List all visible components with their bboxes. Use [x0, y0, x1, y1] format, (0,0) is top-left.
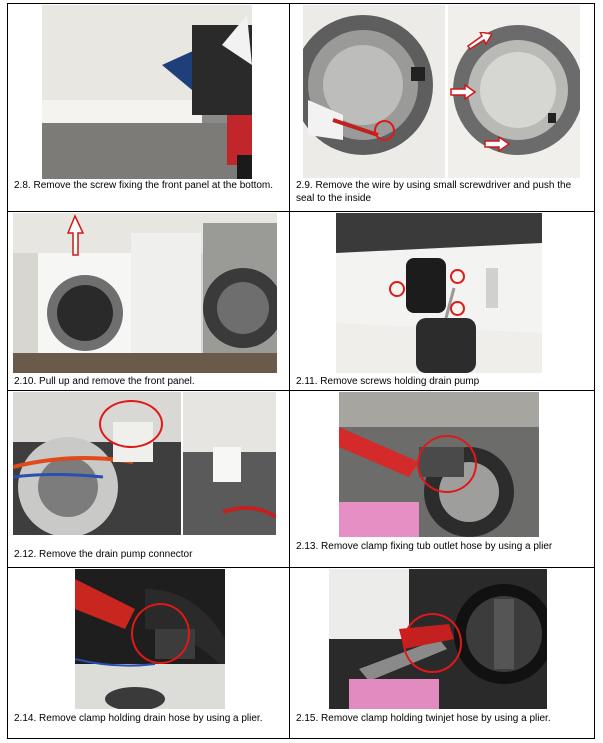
step-caption: 2.11. Remove screws holding drain pump [296, 376, 588, 389]
step-caption: 2.14. Remove clamp holding drain hose by… [14, 713, 282, 726]
step-2-11-cell: 2.11. Remove screws holding drain pump [290, 212, 595, 390]
instruction-table: 2.8. Remove the screw fixing the front p… [7, 3, 595, 739]
step-2-9-photo-left [303, 5, 445, 178]
step-text: Remove the wire by using small screwdriv… [296, 180, 572, 204]
highlight-circle [99, 400, 163, 448]
row-divider [8, 567, 594, 568]
step-text: Remove the screw fixing the front panel … [33, 180, 274, 191]
step-2-9-cell: 2.9. Remove the wire by using small scre… [290, 4, 595, 211]
step-2-10-photo [13, 213, 277, 373]
highlight-circle [450, 301, 465, 316]
step-2-13-cell: 2.13. Remove clamp fixing tub outlet hos… [290, 391, 595, 567]
column-divider [289, 4, 290, 738]
arrow-icon [450, 84, 476, 100]
step-2-14-cell: 2.14. Remove clamp holding drain hose by… [8, 568, 289, 739]
step-2-15-photo [329, 569, 547, 709]
step-2-9-photo-right [448, 5, 580, 178]
step-number: 2.10. [14, 376, 37, 387]
step-caption: 2.9. Remove the wire by using small scre… [296, 180, 588, 205]
step-2-15-cell: 2.15. Remove clamp holding twinjet hose … [290, 568, 595, 739]
highlight-circle [450, 269, 465, 284]
step-text: Remove screws holding drain pump [320, 376, 480, 387]
step-caption: 2.12. Remove the drain pump connector [14, 549, 282, 562]
step-text: Remove the drain pump connector [39, 549, 193, 560]
highlight-circle [417, 435, 477, 493]
step-2-8-cell: 2.8. Remove the screw fixing the front p… [8, 4, 289, 211]
step-number: 2.14. [14, 713, 37, 724]
row-divider [8, 211, 594, 212]
step-2-8-photo [42, 5, 252, 179]
step-text: Remove clamp holding drain hose by using… [39, 713, 263, 724]
step-2-11-photo [336, 213, 542, 373]
step-2-10-cell: 2.10. Pull up and remove the front panel… [8, 212, 289, 390]
step-number: 2.11. [296, 376, 318, 387]
arrow-icon [484, 136, 510, 152]
step-text: Remove clamp holding twinjet hose by usi… [321, 713, 551, 724]
step-2-12-cell: 2.12. Remove the drain pump connector [8, 391, 289, 567]
step-number: 2.15. [296, 713, 319, 724]
step-2-12-photo-right [183, 392, 276, 535]
step-caption: 2.10. Pull up and remove the front panel… [14, 376, 282, 389]
step-number: 2.13. [296, 541, 319, 552]
step-number: 2.8. [14, 180, 31, 191]
step-text: Pull up and remove the front panel. [39, 376, 195, 387]
step-caption: 2.8. Remove the screw fixing the front p… [14, 180, 282, 193]
step-number: 2.9. [296, 180, 313, 191]
highlight-circle [131, 603, 190, 664]
highlight-circle [389, 281, 405, 297]
highlight-circle [374, 120, 395, 141]
step-number: 2.12. [14, 549, 37, 560]
highlight-circle [403, 613, 462, 673]
step-caption: 2.13. Remove clamp fixing tub outlet hos… [296, 541, 588, 554]
row-divider [8, 390, 594, 391]
step-text: Remove clamp fixing tub outlet hose by u… [321, 541, 553, 552]
step-caption: 2.15. Remove clamp holding twinjet hose … [296, 713, 588, 726]
arrow-icon [466, 32, 492, 50]
